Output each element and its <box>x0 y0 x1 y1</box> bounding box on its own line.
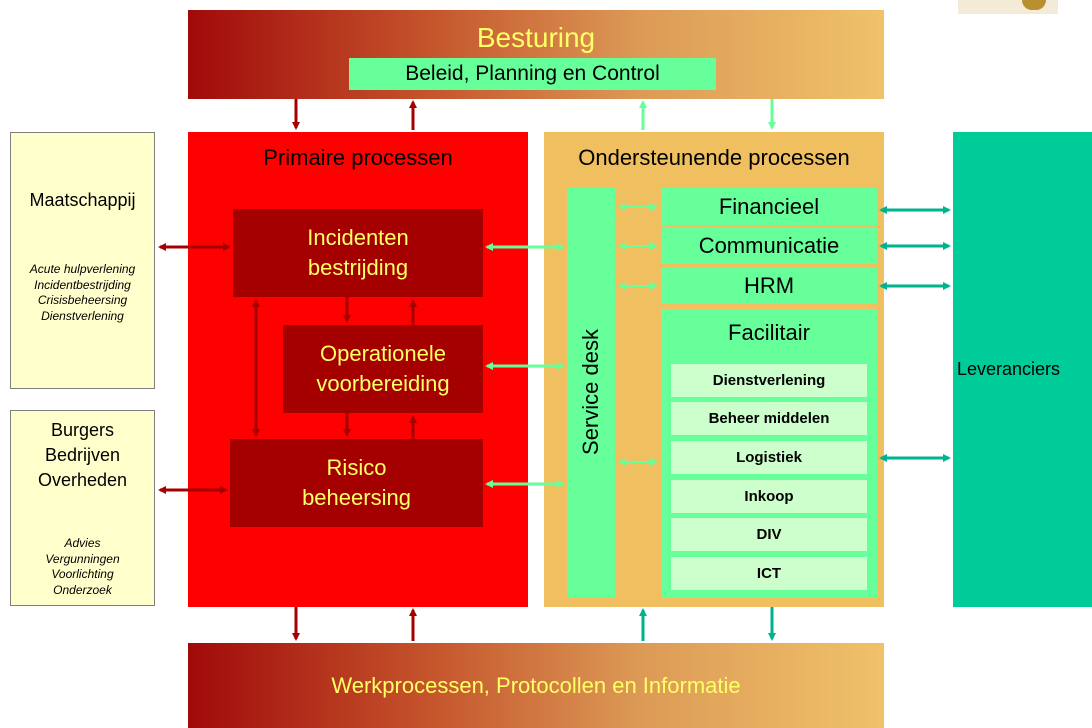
governance-subtitle: Beleid, Planning en Control <box>349 58 716 90</box>
society-item: Acute hulpverlening <box>29 262 136 276</box>
operational-preparation-box: Operationele voorbereiding <box>283 325 483 413</box>
governance-title: Besturing <box>476 22 596 53</box>
citizens-title-line: Bedrijven <box>44 445 121 465</box>
hrm-box: HRM <box>661 268 877 304</box>
work-processes-title: Werkprocessen, Protocollen en Informatie <box>331 672 741 698</box>
facility-item-ict: ICT <box>671 557 867 590</box>
society-title: Maatschappij <box>29 189 136 210</box>
society-item: Incidentbestrijding <box>34 277 131 292</box>
operational-line1: Operationele <box>320 341 446 366</box>
communication-box: Communicatie <box>661 228 877 264</box>
citizens-title-line: Burgers <box>50 420 115 440</box>
citizens-items: Advies Vergunningen Voorlichting Onderzo… <box>10 536 155 600</box>
operational-line2: voorbereiding <box>316 371 450 396</box>
society-item: Dienstverlening <box>41 308 124 323</box>
incident-fighting-box: Incidenten bestrijding <box>233 209 483 297</box>
work-processes-band: Werkprocessen, Protocollen en Informatie <box>188 643 884 728</box>
suppliers-panel: Leveranciers <box>953 132 1092 607</box>
support-processes-title: Ondersteunende processen <box>578 145 850 170</box>
facility-item-beheer-middelen: Beheer middelen <box>671 402 867 435</box>
financial-box: Financieel <box>661 188 877 225</box>
incident-line2: bestrijding <box>307 255 409 280</box>
service-desk-box: Service desk <box>567 187 615 597</box>
service-desk-label: Service desk <box>578 329 604 455</box>
citizens-item: Onderzoek <box>53 582 112 597</box>
suppliers-label: Leveranciers <box>957 359 1061 379</box>
facility-item-dienstverlening: Dienstverlening <box>671 364 867 397</box>
primary-processes-title: Primaire processen <box>263 145 453 170</box>
risk-line1: Risico <box>326 455 387 480</box>
facility-item-inkoop: Inkoop <box>671 480 867 513</box>
citizens-box <box>10 410 155 606</box>
society-item: Crisisbeheersing <box>37 293 128 307</box>
citizens-title-line: Overheden <box>37 470 128 490</box>
citizens-title: Burgers Bedrijven Overheden <box>10 418 155 498</box>
facility-item-div: DIV <box>671 518 867 551</box>
incident-line1: Incidenten <box>307 225 409 250</box>
citizens-item: Voorlichting <box>51 567 114 581</box>
risk-management-box: Risico beheersing <box>230 439 483 527</box>
risk-line2: beheersing <box>302 485 411 510</box>
society-box <box>10 132 155 389</box>
society-items: Acute hulpverlening Incidentbestrijding … <box>10 262 155 342</box>
citizens-item: Advies <box>64 536 101 550</box>
citizens-item: Vergunningen <box>45 551 120 566</box>
facility-title: Facilitair <box>728 320 810 345</box>
facility-item-logistiek: Logistiek <box>671 441 867 474</box>
logo-mark <box>1022 0 1046 10</box>
